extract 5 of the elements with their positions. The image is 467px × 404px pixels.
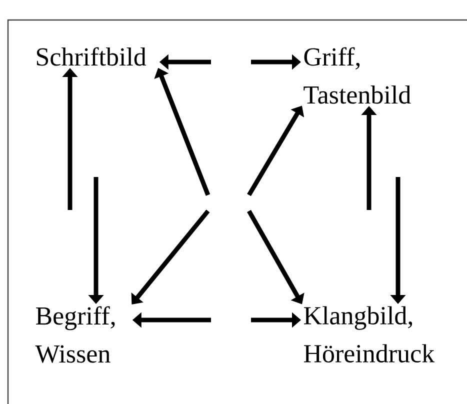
arrow — [131, 210, 210, 304]
node-text: Griff, Tastenbild — [304, 47, 411, 104]
node-text: Schriftbild — [36, 47, 146, 66]
node-text: Begriff, Wissen — [35, 306, 115, 363]
node-text: Klangbild, Höreindruck — [304, 306, 435, 362]
